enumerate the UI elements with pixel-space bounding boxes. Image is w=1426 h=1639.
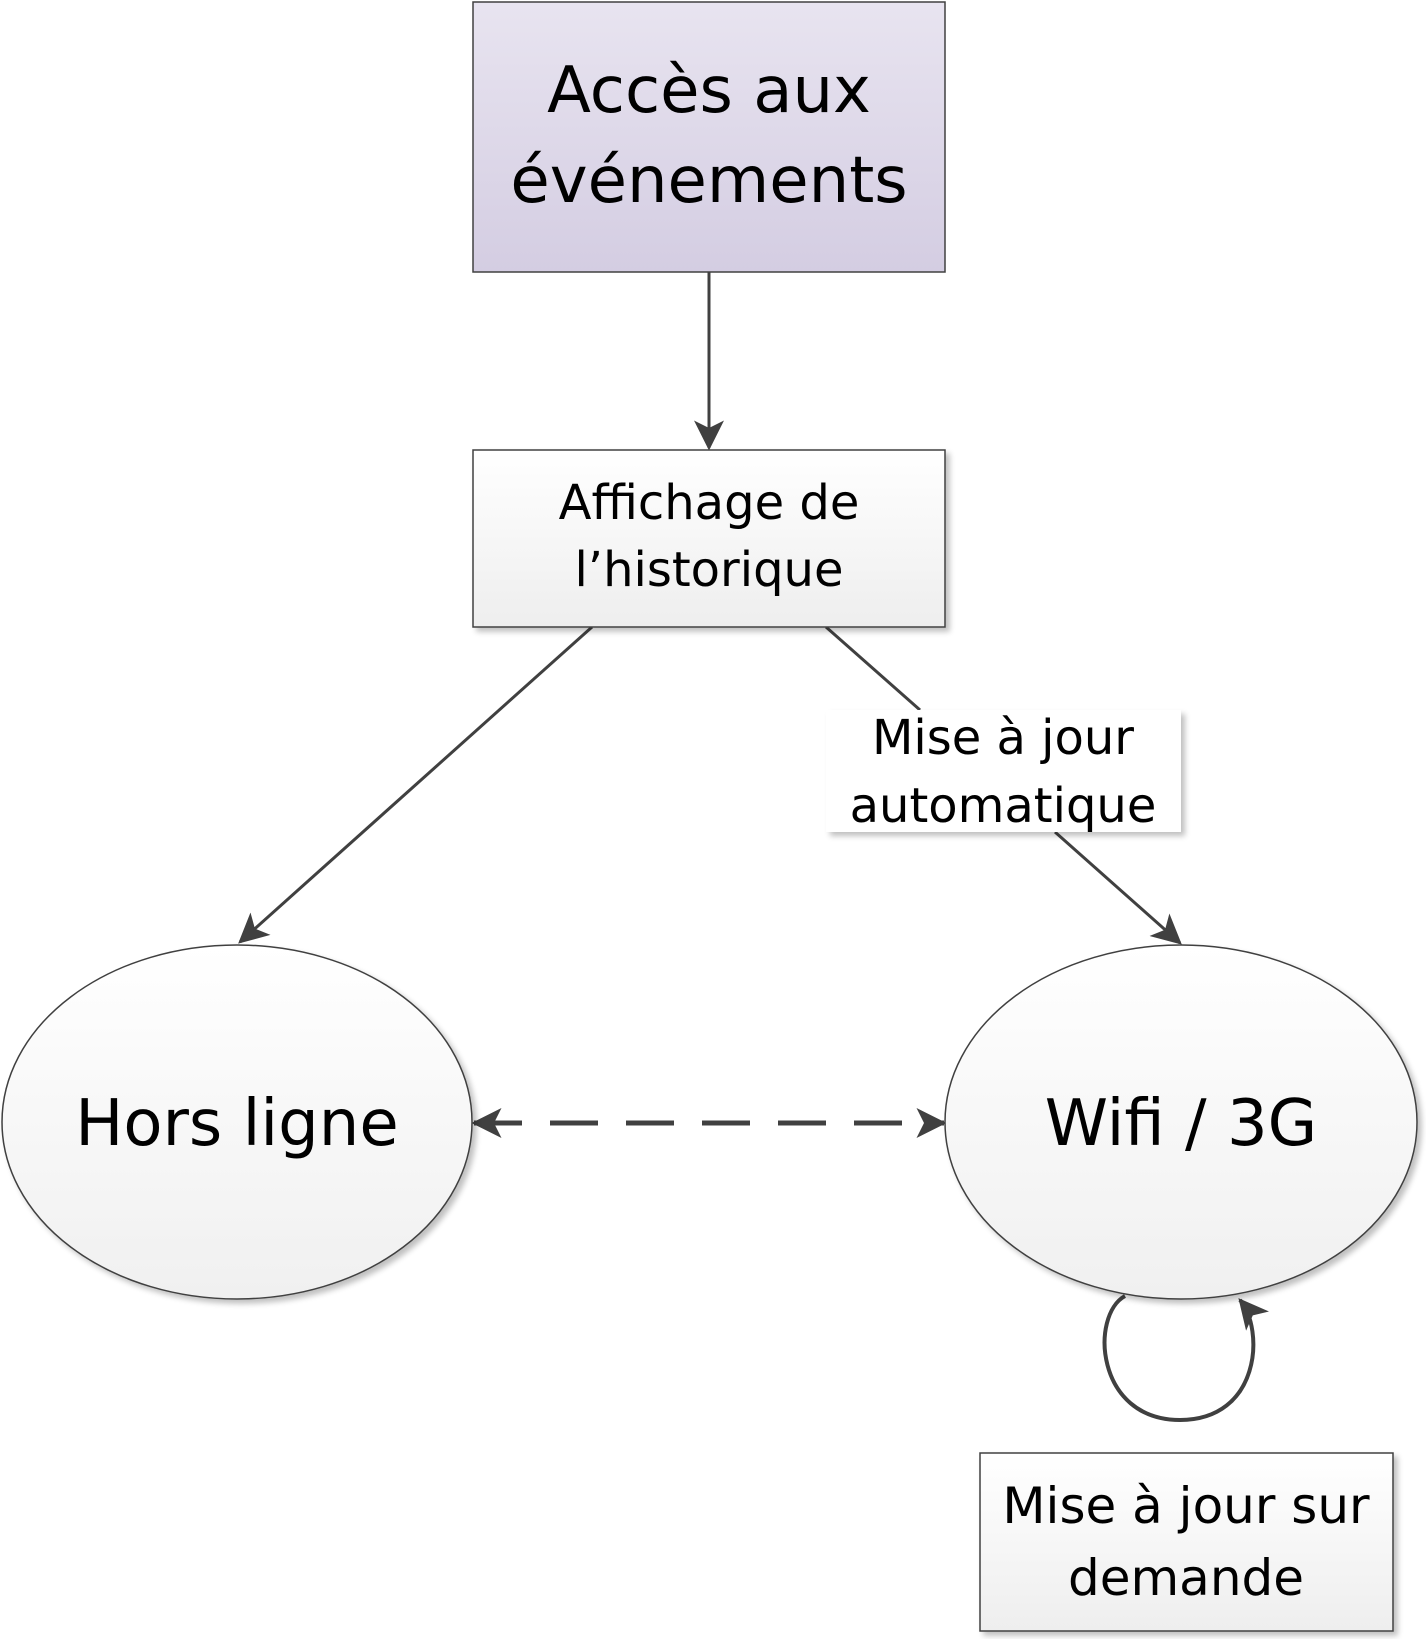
- edge-label-automatique: [826, 710, 1181, 832]
- node-hors-ligne-label: Hors ligne: [75, 1087, 398, 1161]
- node-hors-ligne: [1, 944, 473, 1300]
- edge-affichage-to-wifi-lower: [1054, 830, 1182, 945]
- node-affichage-line2: l’historique: [574, 542, 843, 598]
- edge-wifi-self-loop: [1102, 1294, 1270, 1423]
- node-affichage-historique: [472, 449, 946, 628]
- node-demande-line1: Mise à jour sur: [1002, 1477, 1370, 1535]
- node-affichage-line1: Affichage de: [559, 475, 860, 531]
- edge-label-automatique-line1: Mise à jour: [872, 710, 1134, 766]
- node-acces-evenements: Accès aux événements: [472, 1, 946, 273]
- edge-affichage-to-wifi-upper: [825, 625, 921, 712]
- node-wifi-label: Wifi / 3G: [1045, 1087, 1318, 1161]
- node-acces-line1: Accès aux: [547, 54, 871, 128]
- node-demande-line2: demande: [1068, 1549, 1304, 1607]
- edge-label-automatique-line2: automatique: [850, 778, 1157, 834]
- node-acces-line2: événements: [510, 144, 907, 218]
- node-wifi-3g: [944, 944, 1418, 1300]
- node-mise-a-jour-demande: [979, 1452, 1394, 1632]
- edge-affichage-to-hors-ligne: [238, 625, 594, 944]
